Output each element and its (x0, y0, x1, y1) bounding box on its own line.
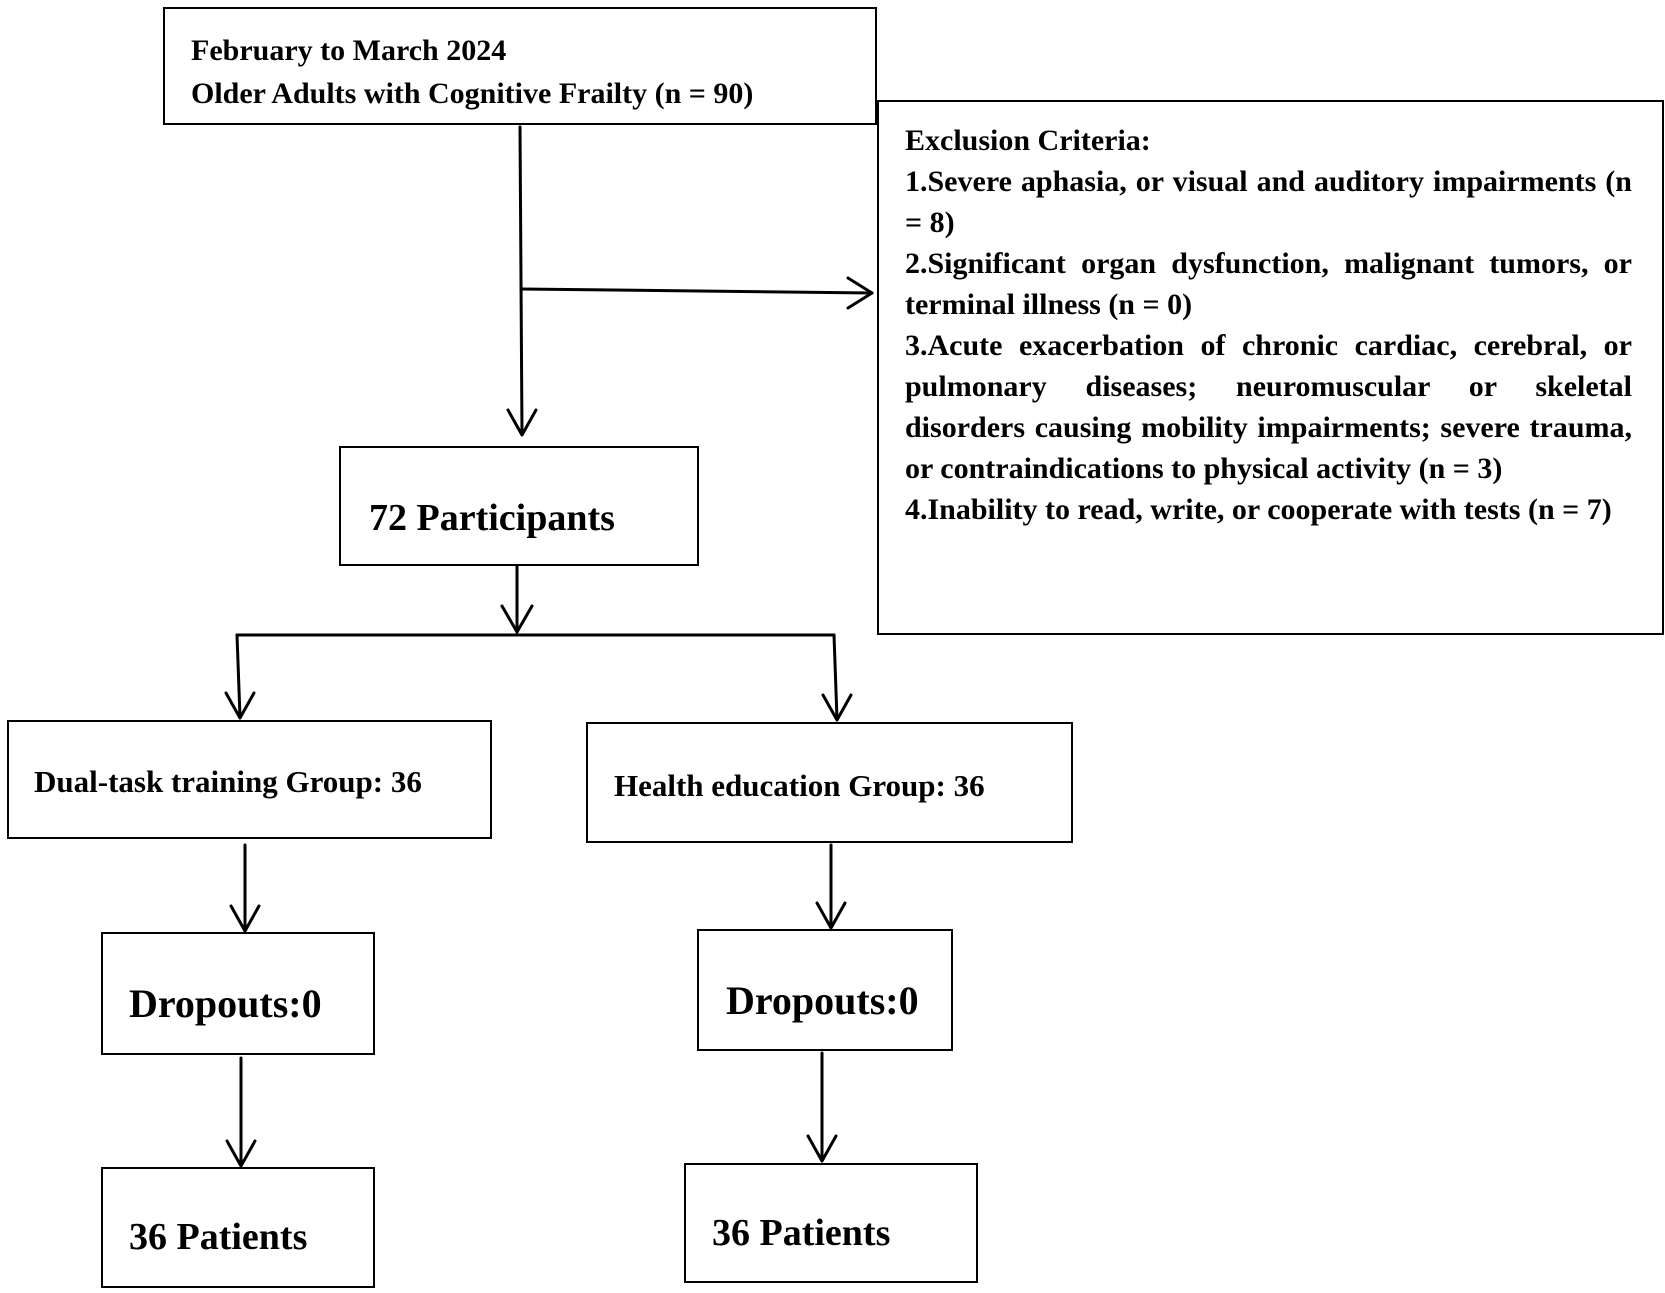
exclusion-criteria-box: Exclusion Criteria: 1.Severe aphasia, or… (877, 100, 1664, 635)
participants-label: 72 Participants (369, 497, 615, 539)
exclusion-item: 4.Inability to read, write, or cooperate… (905, 493, 1612, 526)
exclusion-heading: Exclusion Criteria: (905, 124, 1151, 157)
arrow-left-dropouts-to-patients (225, 1056, 257, 1168)
health-education-group-box: Health education Group: 36 (586, 722, 1073, 843)
enrollment-period: February to March 2024 (191, 34, 507, 67)
dual-task-patients-label: 36 Patients (129, 1216, 308, 1258)
arrow-to-exclusion (519, 276, 874, 310)
arrow-right-group-to-dropouts (815, 843, 847, 930)
split-connector (224, 633, 853, 722)
arrow-right-dropouts-to-patients (806, 1051, 838, 1163)
health-education-group-label: Health education Group: 36 (614, 768, 985, 803)
enrollment-population: Older Adults with Cognitive Frailty (n =… (191, 77, 754, 110)
enrollment-box: February to March 2024 Older Adults with… (163, 7, 877, 125)
dual-task-patients-box: 36 Patients (101, 1167, 375, 1288)
arrow-left-group-to-dropouts (229, 843, 261, 933)
arrow-participants-to-split (500, 564, 534, 634)
health-education-dropouts-label: Dropouts:0 (726, 978, 919, 1023)
health-education-dropouts-box: Dropouts:0 (697, 929, 953, 1051)
arrow-top-to-participants (506, 125, 538, 437)
exclusion-item: 3.Acute exacerbation of chronic cardiac,… (905, 329, 1632, 485)
exclusion-item: 2.Significant organ dysfunction, maligna… (905, 247, 1632, 321)
dual-task-dropouts-box: Dropouts:0 (101, 932, 375, 1055)
dual-task-dropouts-label: Dropouts:0 (129, 981, 322, 1026)
dual-task-group-box: Dual-task training Group: 36 (7, 720, 492, 839)
health-education-patients-label: 36 Patients (712, 1212, 891, 1254)
health-education-patients-box: 36 Patients (684, 1163, 978, 1283)
dual-task-group-label: Dual-task training Group: 36 (34, 764, 422, 799)
participants-box: 72 Participants (339, 446, 699, 566)
exclusion-item: 1.Severe aphasia, or visual and auditory… (905, 165, 1632, 239)
